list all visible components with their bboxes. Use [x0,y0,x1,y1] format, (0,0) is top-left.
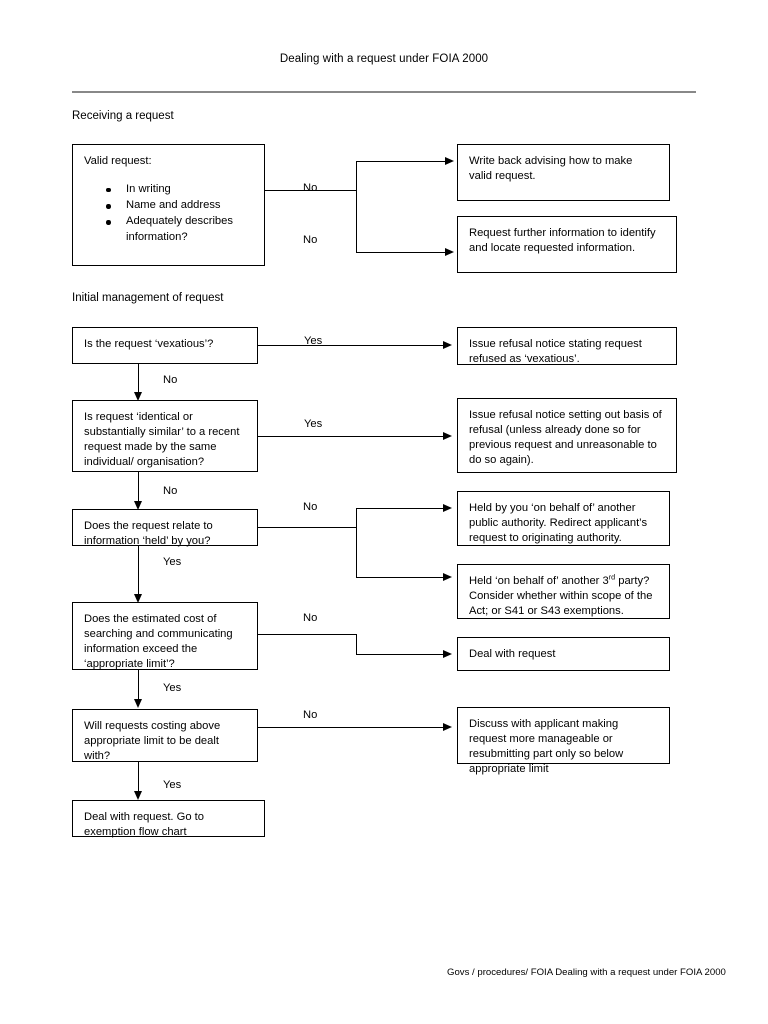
connector-identical-yes [258,436,445,438]
edge-label-above-limit-yes: Yes [163,779,182,791]
connector-cost-no-out [258,634,357,636]
node-cost-question: Does the estimated cost of searching and… [72,602,258,670]
arrowhead-identical-yes [443,432,452,440]
connector-above-limit-no [258,727,445,729]
connector-cost-yes [138,670,140,703]
section-label-receiving-a-request: Receiving a request [72,110,174,122]
arrowhead-above-limit-yes [134,791,142,800]
list-item: Adequately describes information? [106,214,253,244]
edge-label-held-no: No [303,501,318,513]
node-held-third-party-text: Held ‘on behalf of’ another 3rd party? C… [469,574,658,619]
arrowhead-vexatious-yes [443,341,452,349]
valid-request-bullet-list: In writing Name and address Adequately d… [84,182,253,245]
node-request-further-information: Request further information to identify … [457,216,677,273]
connector-vexatious-no [138,364,140,396]
connector-held-to-third-party [356,577,445,579]
list-item: Name and address [106,198,253,213]
edge-label-valid-no-bottom: No [303,234,318,246]
edge-label-identical-no: No [163,485,178,497]
edge-label-vexatious-yes: Yes [304,335,323,347]
header-divider [72,91,696,93]
arrowhead-to-write-back [445,157,454,165]
arrowhead-held-public-authority [443,504,452,512]
arrowhead-to-further-info [445,248,454,256]
edge-label-cost-no: No [303,612,318,624]
node-write-back: Write back advising how to make valid re… [457,144,670,201]
edge-label-above-limit-no: No [303,709,318,721]
node-vexatious-question: Is the request ‘vexatious’? [72,327,258,364]
arrowhead-held-yes [134,594,142,603]
arrowhead-cost-yes [134,699,142,708]
page-title: Dealing with a request under FOIA 2000 [279,53,489,65]
arrowhead-identical-no [134,501,142,510]
node-deal-and-exemption: Deal with request. Go to exemption flow … [72,800,265,838]
edge-label-cost-yes: Yes [163,682,182,694]
connector-valid-request-out [265,190,357,192]
arrowhead-cost-no [443,650,452,658]
connector-held-no-out [258,527,357,529]
arrowhead-vexatious-no [134,392,142,401]
arrowhead-held-third-party [443,573,452,581]
page-footer: Govs / procedures/ FOIA Dealing with a r… [447,967,726,978]
node-discuss-with-applicant: Discuss with applicant making request mo… [457,707,670,775]
ordinal-suffix: rd [608,573,616,582]
node-valid-request-heading: Valid request: [84,155,152,167]
connector-held-yes [138,546,140,598]
node-identical-question: Is request ‘identical or substantially s… [72,400,258,472]
node-refusal-vexatious: Issue refusal notice stating request ref… [457,327,677,365]
node-above-limit-question: Will requests costing above appropriate … [72,709,258,762]
node-deal-with-request: Deal with request [457,637,670,671]
connector-held-to-public-authority [356,508,445,510]
held-third-party-prefix: Held ‘on behalf of’ another 3 [469,575,609,587]
connector-valid-request-riser [356,161,358,253]
connector-cost-step [356,634,358,655]
connector-above-limit-yes [138,762,140,795]
connector-held-riser [356,508,358,578]
section-label-initial-management: Initial management of request [72,292,224,304]
connector-vexatious-yes [258,345,445,347]
edge-label-valid-no-top: No [303,182,318,194]
list-item: In writing [106,182,253,197]
connector-identical-no [138,472,140,505]
connector-valid-request-to-write-back [356,161,447,163]
arrowhead-above-limit-no [443,723,452,731]
node-held-third-party: Held ‘on behalf of’ another 3rd party? C… [457,564,670,619]
connector-cost-to-deal [356,654,445,656]
edge-label-held-yes: Yes [163,556,182,568]
edge-label-vexatious-no: No [163,374,178,386]
node-held-public-authority: Held by you ‘on behalf of’ another publi… [457,491,670,546]
held-third-party-suffix: party? Consider whether within scope of … [469,575,653,617]
node-refusal-repeat: Issue refusal notice setting out basis o… [457,398,677,473]
node-valid-request: Valid request: In writing Name and addre… [72,144,265,266]
edge-label-identical-yes: Yes [304,418,323,430]
node-held-question: Does the request relate to information ‘… [72,509,258,547]
connector-valid-request-to-further-info [356,252,447,254]
